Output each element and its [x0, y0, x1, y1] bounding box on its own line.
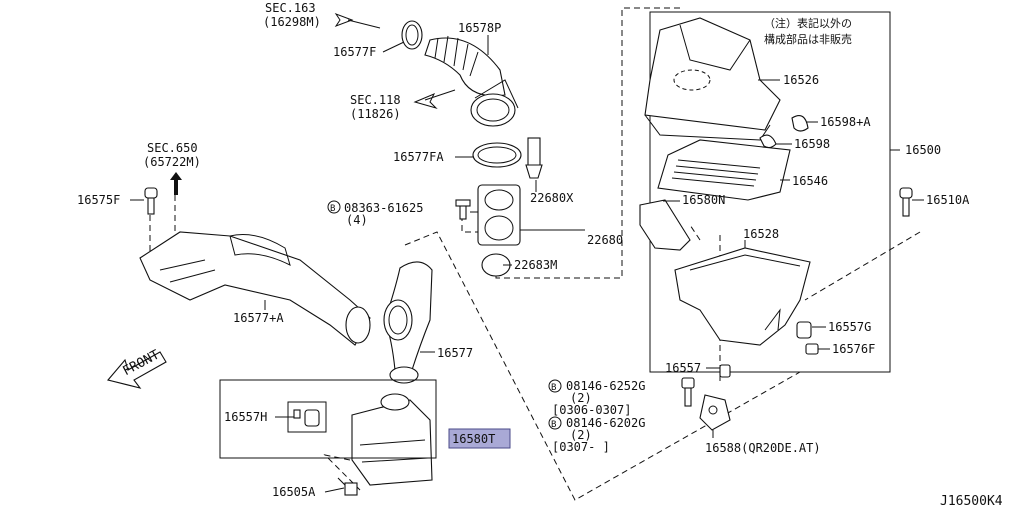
ref-sec650-sub: (65722M) — [143, 155, 201, 169]
bolt-symbol-b — [327, 200, 341, 214]
label-16577: 16577 — [437, 346, 473, 360]
clip-16598 — [759, 134, 777, 149]
label-08146-6202G-range: [0307- ] — [552, 440, 610, 454]
front-arrow — [107, 351, 167, 389]
label-16575F: 16575F — [77, 193, 120, 207]
ref-sec163-sub: (16298M) — [263, 15, 321, 29]
assembly-16500-bracket — [649, 11, 891, 373]
label-08146-6252G-range: [0306-0307] — [552, 403, 631, 417]
label-16577A: 16577+A — [233, 311, 284, 325]
label-16598: 16598 — [794, 137, 830, 151]
dashed-guide-16510A — [804, 231, 921, 301]
duct-16580N — [639, 199, 691, 251]
leader-lines — [130, 35, 924, 493]
arrow-to-sec650 — [170, 172, 182, 195]
label-08146-6252G-qty: (2) — [570, 391, 592, 405]
dashed-guide-16575F — [149, 195, 176, 255]
bracket-16588 — [699, 394, 731, 431]
duct-16577 — [383, 261, 433, 384]
label-16577FA: 16577FA — [393, 150, 444, 164]
clip-16598A — [791, 115, 809, 132]
label-08146-6202G: 08146-6202G — [566, 416, 645, 430]
label-16576F: 16576F — [832, 342, 875, 356]
inset-box-16557H — [219, 379, 437, 459]
label-16557G: 16557G — [828, 320, 871, 334]
label-08146-6252G: 08146-6252G — [566, 379, 645, 393]
label-16528: 16528 — [743, 227, 779, 241]
note-line-2: 構成部品は非販売 — [764, 32, 852, 46]
arrow-to-sec118 — [413, 89, 456, 110]
label-08363-qty: (4) — [346, 213, 368, 227]
ref-sec650: SEC.650 — [147, 141, 198, 155]
label-08146-6202G-qty: (2) — [570, 428, 592, 442]
bolt-16510A — [899, 187, 913, 217]
bolt-symbol-letter-2: B — [551, 383, 556, 393]
arrow-to-sec163 — [334, 12, 381, 29]
diagram-code: J16500K4 — [940, 494, 1003, 509]
ref-sec118-sub: (11826) — [350, 107, 401, 121]
bolt-symbol-letter: B — [330, 204, 335, 214]
highlight-16580T[interactable] — [448, 428, 511, 449]
label-16598A: 16598+A — [820, 115, 871, 129]
bolt-16505A — [337, 477, 358, 496]
label-22680: 22680 — [587, 233, 623, 247]
air-cleaner-body-16528 — [674, 247, 811, 346]
label-16577F: 16577F — [333, 45, 376, 59]
grommet-16557G — [796, 321, 812, 339]
bolt-08363 — [455, 199, 471, 220]
mass-airflow-sensor-22680 — [477, 184, 521, 246]
label-16526: 16526 — [783, 73, 819, 87]
label-16546: 16546 — [792, 174, 828, 188]
ref-sec163: SEC.163 — [265, 1, 316, 15]
label-08363-61625: 08363-61625 — [344, 201, 423, 215]
dashed-guide-main — [404, 231, 801, 501]
sensor-22680X — [525, 137, 543, 179]
duct-16577A — [139, 231, 371, 346]
bolt-16575F — [144, 187, 158, 215]
resonator-16580T — [351, 393, 433, 486]
grommet-16557 — [719, 364, 731, 378]
bolt-16576F — [805, 343, 819, 355]
label-16557H: 16557H — [224, 410, 267, 424]
note-line-1: （注）表記以外の — [764, 16, 852, 30]
label-16510A: 16510A — [926, 193, 970, 207]
label-16580T[interactable]: 16580T — [452, 432, 495, 446]
label-22680X: 22680X — [530, 191, 574, 205]
hose-16578P — [424, 35, 519, 127]
label-16505A: 16505A — [272, 485, 316, 499]
filter-element-16546 — [657, 139, 791, 201]
label-16588: 16588(QR20DE.AT) — [705, 441, 821, 455]
bolt-symbol-letter-3: B — [551, 420, 556, 430]
clamp-16577F — [401, 20, 423, 50]
air-cleaner-cover-16526 — [644, 17, 781, 141]
label-16557: 16557 — [665, 361, 701, 375]
grommet-16557H — [293, 409, 320, 427]
label-16500: 16500 — [905, 143, 941, 157]
bolt-symbol-b3 — [548, 416, 562, 430]
bolt-symbol-b2 — [548, 379, 562, 393]
label-16580N: 16580N — [682, 193, 725, 207]
label-16578P: 16578P — [458, 21, 501, 35]
bolt-08146 — [681, 377, 695, 407]
ref-sec118: SEC.118 — [350, 93, 401, 107]
label-22683M: 22683M — [514, 258, 557, 272]
clamp-16577FA — [472, 142, 522, 168]
